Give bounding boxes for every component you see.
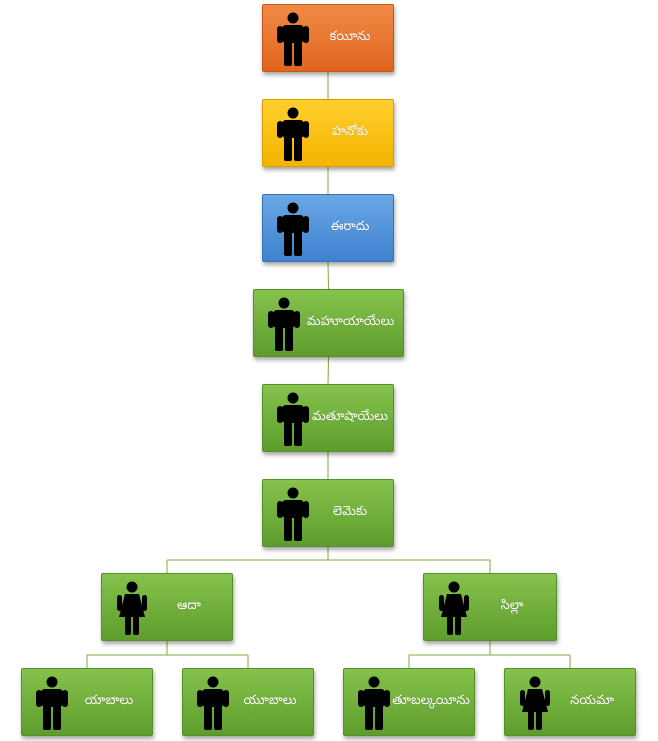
person-name: మతూషాయేలు <box>312 409 388 424</box>
connector-line <box>327 261 329 290</box>
female-person-icon <box>517 676 553 730</box>
person-name: యాబాలు <box>84 693 134 708</box>
male-person-icon <box>275 392 311 446</box>
person-node: మతూషాయేలు <box>262 384 394 452</box>
person-node: మహూయాయేలు <box>253 289 404 357</box>
person-node: ఆదా <box>101 573 233 641</box>
person-name: హనోకు <box>332 124 368 139</box>
connector-line <box>327 356 329 385</box>
female-person-icon <box>114 581 150 635</box>
person-name: లెమెకు <box>332 504 368 519</box>
male-person-icon <box>34 676 70 730</box>
person-node: కయీను <box>262 4 394 72</box>
person-node: తూబల్కయీను <box>343 668 475 736</box>
male-person-icon <box>275 487 311 541</box>
person-name: తూబల్కయీను <box>392 693 470 708</box>
female-person-icon <box>436 581 472 635</box>
person-node: ఈరాదు <box>262 194 394 262</box>
person-node: నయమా <box>504 668 636 736</box>
male-person-icon <box>195 676 231 730</box>
person-name: యూబాలు <box>243 693 297 708</box>
male-person-icon <box>275 12 311 66</box>
male-person-icon <box>275 107 311 161</box>
person-node: లెమెకు <box>262 479 394 547</box>
person-name: నయమా <box>570 693 614 708</box>
person-name: సిల్లా <box>500 598 524 613</box>
person-node: హనోకు <box>262 99 394 167</box>
person-node: యాబాలు <box>21 668 153 736</box>
person-node: యూబాలు <box>182 668 314 736</box>
male-person-icon <box>275 202 311 256</box>
male-person-icon <box>266 297 302 351</box>
person-name: కయీను <box>329 29 371 44</box>
person-node: సిల్లా <box>423 573 557 641</box>
person-name: ఆదా <box>177 598 201 613</box>
person-name: మహూయాయేలు <box>306 314 395 329</box>
male-person-icon <box>356 676 392 730</box>
person-name: ఈరాదు <box>330 219 370 234</box>
